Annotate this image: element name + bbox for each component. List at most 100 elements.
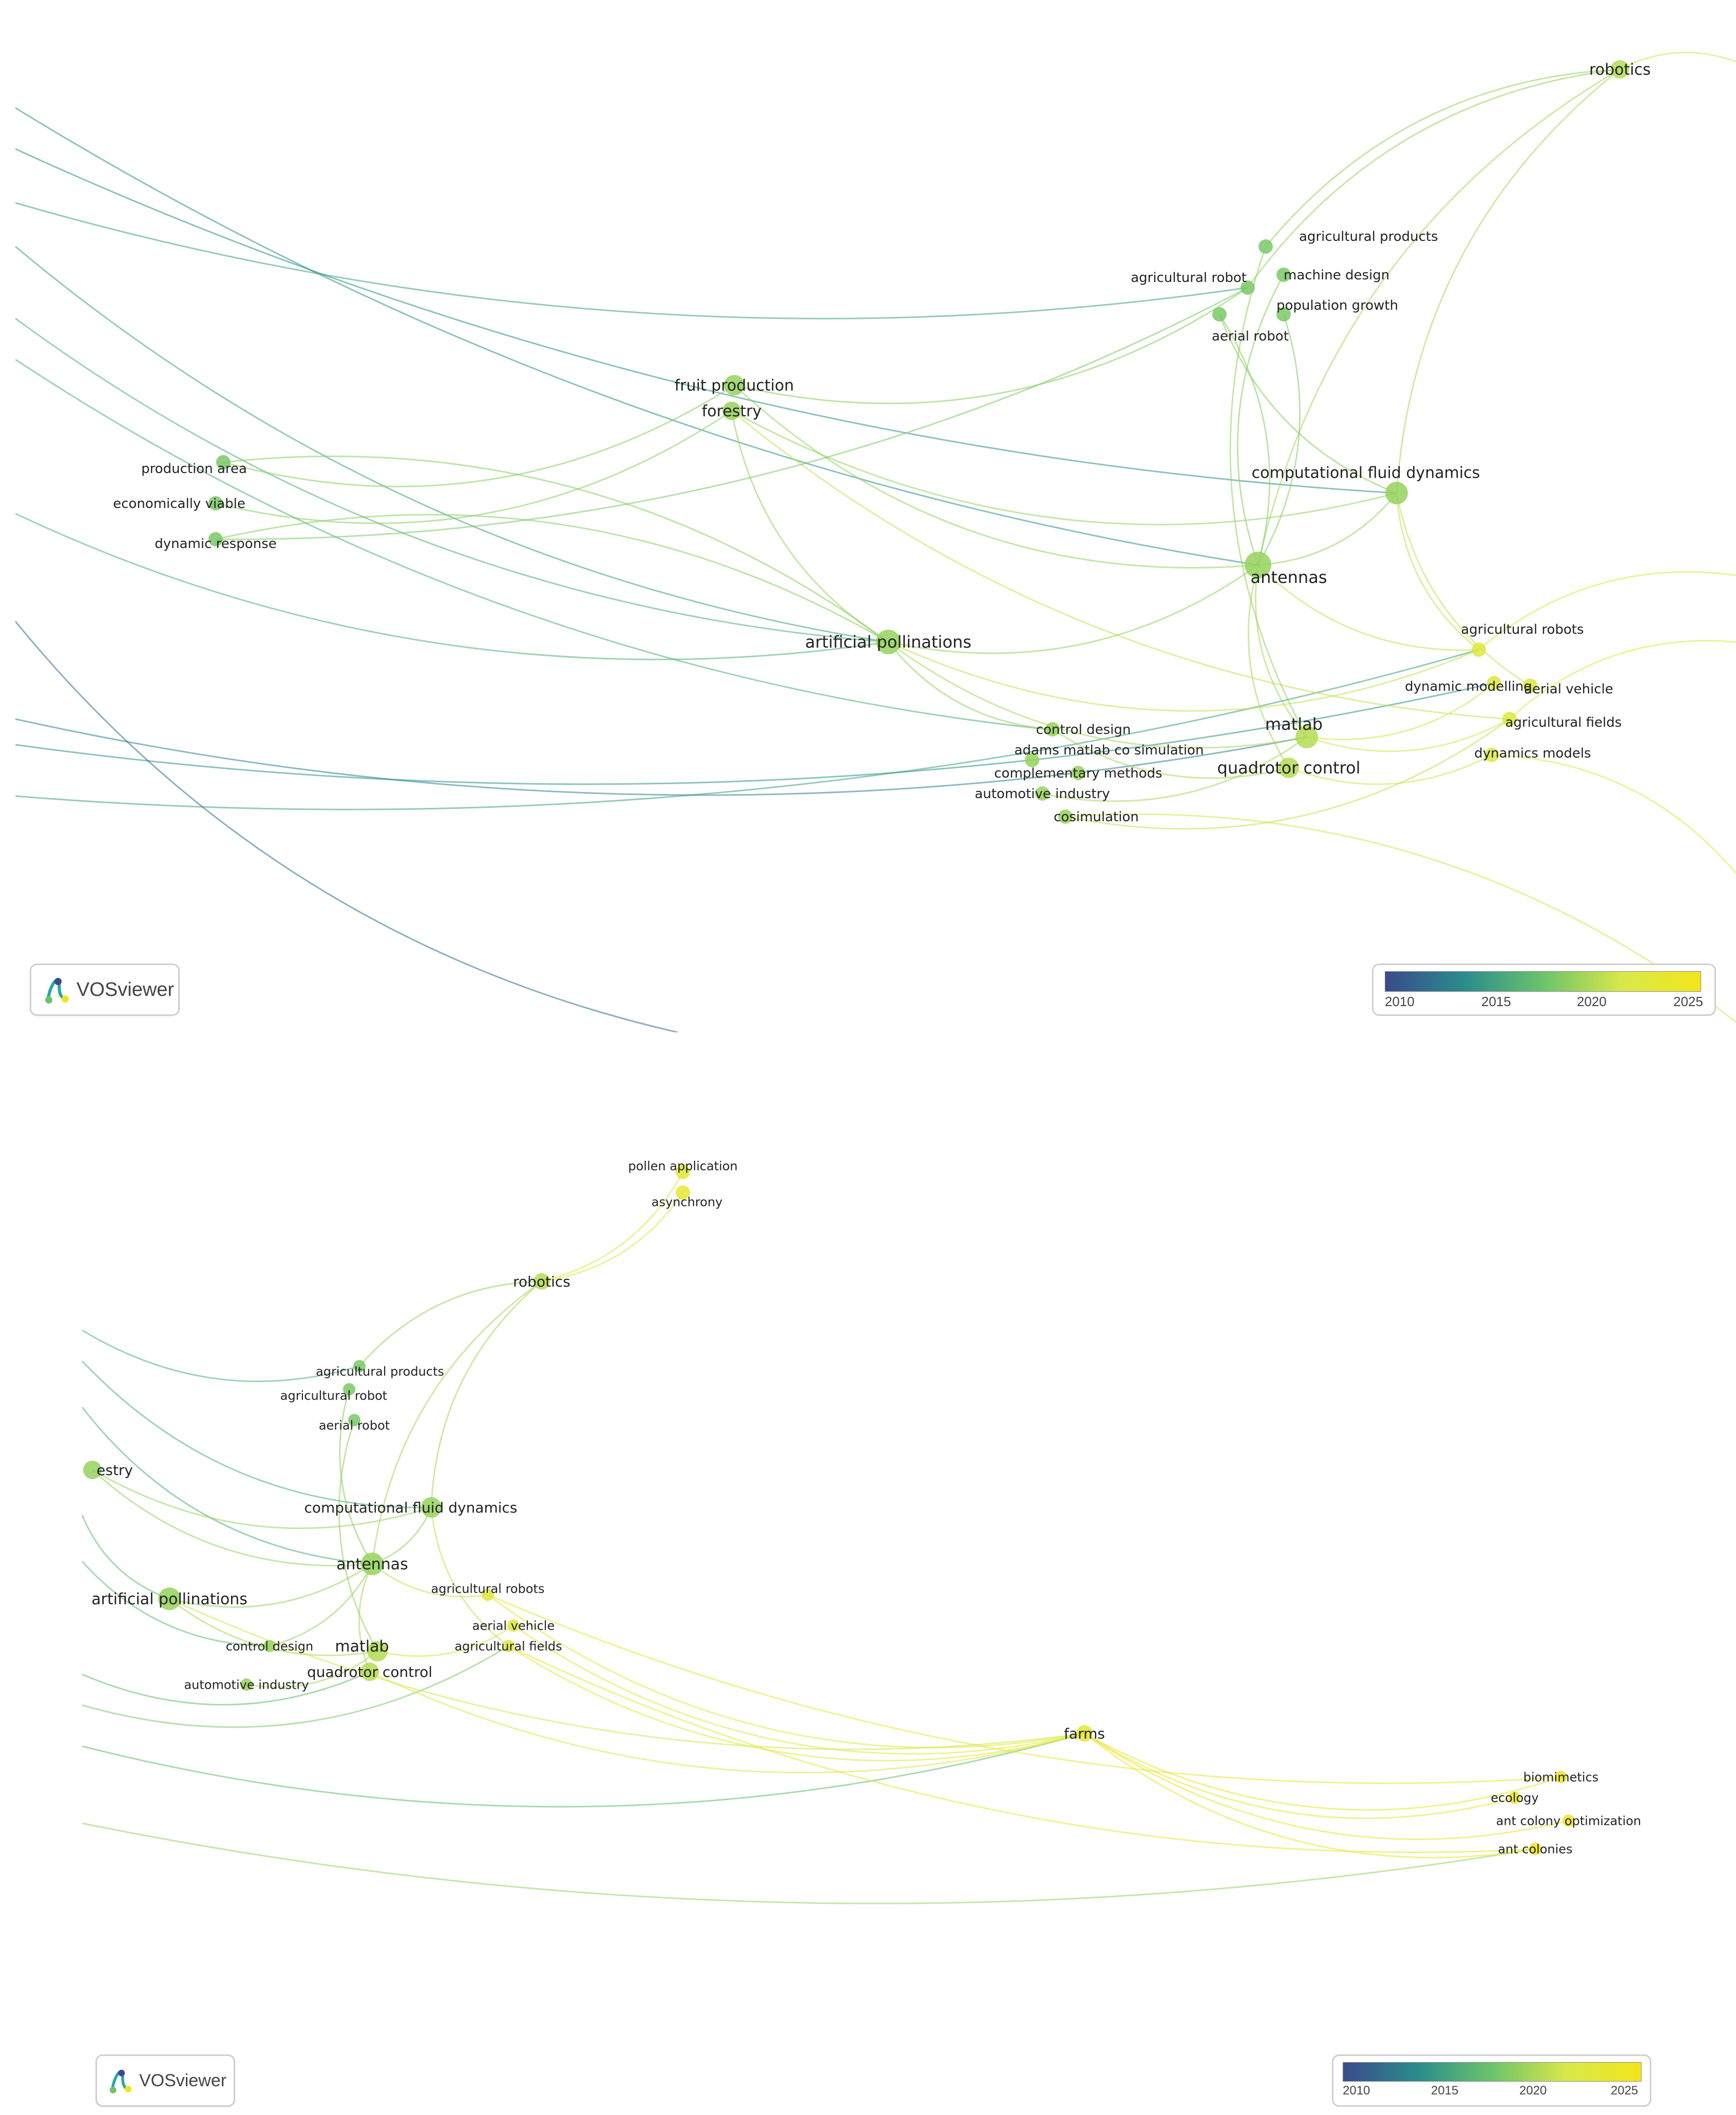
bottom-network-view[interactable]: pollen application asynchrony robotics agri… [0,1099,1736,2115]
node-label-automotive-industry[interactable]: automotive industry [184,1677,309,1692]
node-label-ant-colonies[interactable]: ant colonies [1498,1842,1572,1856]
vosviewer-brand[interactable]: VOSviewer [30,964,180,1016]
node-cosimulation[interactable] [1058,809,1073,824]
node-label-aerial-vehicle[interactable]: aerial vehicle [472,1618,555,1633]
node-aerial-robot[interactable] [1212,307,1227,322]
node-label-agricultural-products[interactable]: agricultural products [1299,229,1438,244]
node-label-complementary-methods[interactable]: complementary methods [994,766,1162,781]
node-label-artificial-pollinations[interactable]: artificial pollinations [805,632,971,652]
node-agricultural-products[interactable] [353,1360,366,1372]
node-robotics[interactable] [1611,60,1629,79]
node-artificial-pollinations[interactable] [158,1588,181,1610]
node-agricultural-robot[interactable] [343,1383,355,1395]
node-label-agricultural-robots[interactable]: agricultural robots [431,1581,545,1596]
node-label-robotics[interactable]: robotics [513,1273,570,1290]
node-label-antennas[interactable]: antennas [336,1556,408,1574]
node-adams-matlab-co-simulation[interactable] [1025,753,1039,767]
node-dynamics-models[interactable] [1484,748,1499,762]
node-label-antennas[interactable]: antennas [1251,568,1327,587]
vosviewer-brand-bottom[interactable]: VOSviewer [96,2054,235,2107]
node-label-adams-matlab-co-simulation[interactable]: adams matlab co simulation [1015,743,1204,758]
node-label-biomimetics[interactable]: biomimetics [1523,1770,1599,1784]
node-label-aerial-vehicle[interactable]: aerial vehicle [1524,682,1613,697]
node-aerial-vehicle[interactable] [1523,678,1537,693]
node-label-production-area[interactable]: production area [141,461,247,477]
node-computational-fluid-dynamics[interactable] [1385,482,1408,504]
node-label-computational-fluid-dynamics[interactable]: computational fluid dynamics [1252,464,1480,482]
node-label-agricultural-fields[interactable]: agricultural fields [1505,715,1622,730]
node-dynamic-response[interactable] [208,532,223,546]
node-aerial-robot[interactable] [348,1414,360,1426]
node-label-ecology[interactable]: ecology [1491,1790,1538,1805]
node-label-pollen-application[interactable]: pollen application [628,1159,737,1173]
node-dynamic-modelling[interactable] [1487,676,1501,690]
node-label-control-design[interactable]: control design [1036,722,1131,738]
node-agricultural-fields[interactable] [1502,712,1517,726]
node-computational-fluid-dynamics[interactable] [421,1497,442,1518]
node-label-asynchrony[interactable]: asynchrony [652,1195,722,1209]
node-label-population-growth[interactable]: population growth [1276,298,1398,313]
node-ant-colonies[interactable] [1529,1843,1541,1855]
node-pollen-application[interactable] [676,1165,690,1179]
node-artificial-pollinations[interactable] [876,630,901,654]
node-label-agricultural-fields[interactable]: agricultural fields [454,1639,562,1653]
node-agricultural-robots[interactable] [1472,643,1486,657]
node-agricultural-robot[interactable] [1241,280,1255,295]
node-population-growth[interactable] [1276,307,1291,322]
node-label-robotics[interactable]: robotics [1589,61,1651,79]
top-network-canvas[interactable]: robotics agricultural products machine des… [0,0,1736,1032]
node-economically-viable[interactable] [208,496,223,511]
bottom-network-canvas[interactable]: pollen application asynchrony robotics agri… [0,1099,1736,2115]
node-label-forestry[interactable]: forestry [702,403,762,421]
node-label-control-design[interactable]: control design [226,1639,313,1653]
node-agricultural-products[interactable] [1258,239,1273,254]
node-aerial-vehicle[interactable] [507,1619,520,1632]
node-complementary-methods[interactable] [1071,766,1085,780]
node-biomimetics[interactable] [1555,1771,1567,1783]
node-label-agricultural-robot[interactable]: agricultural robot [280,1388,387,1403]
node-label-cosimulation[interactable]: cosimulation [1054,809,1139,825]
node-quadrotor-control[interactable] [1279,758,1299,778]
node-label-dynamic-modelling[interactable]: dynamic modelling [1405,679,1532,694]
node-automotive-industry[interactable] [240,1678,253,1691]
node-label-machine-design[interactable]: machine design [1284,268,1389,283]
node-label-agricultural-robot[interactable]: agricultural robot [1131,270,1247,286]
node-fruit-production[interactable] [724,375,745,395]
node-label-automotive-industry[interactable]: automotive industry [975,786,1110,802]
node-label-aerial-robot[interactable]: aerial robot [319,1418,390,1432]
node-label-ant-colony-optimization[interactable]: ant colony optimization [1496,1814,1642,1828]
node-farms[interactable] [1076,1725,1093,1742]
node-control-design[interactable] [263,1640,276,1652]
node-label-matlab[interactable]: matlab [335,1638,389,1656]
node-label-fruit-production[interactable]: fruit production [675,377,794,395]
node-control-design[interactable] [1045,722,1060,737]
node-matlab[interactable] [367,1641,388,1661]
node-label-quadrotor-control[interactable]: quadrotor control [1217,758,1361,778]
node-ant-colony-optimization[interactable] [1562,1815,1575,1827]
node-automotive-industry[interactable] [1035,786,1050,801]
node-label-artificial-pollinations[interactable]: artificial pollinations [91,1591,247,1609]
node-label-agricultural-robots[interactable]: agricultural robots [1461,622,1584,637]
node-label-estry[interactable]: estry [97,1462,133,1479]
node-agricultural-robots[interactable] [482,1589,494,1601]
node-label-economically-viable[interactable]: economically viable [113,496,245,512]
node-label-aerial-robot[interactable]: aerial robot [1212,329,1289,344]
node-robotics[interactable] [533,1273,550,1290]
node-label-computational-fluid-dynamics[interactable]: computational fluid dynamics [304,1499,517,1516]
node-antennas[interactable] [1245,552,1271,578]
node-asynchrony[interactable] [676,1185,690,1200]
node-ecology[interactable] [1509,1791,1521,1804]
node-production-area[interactable] [216,455,231,469]
node-label-dynamic-response[interactable]: dynamic response [155,536,277,552]
node-agricultural-fields[interactable] [502,1640,514,1652]
node-label-matlab[interactable]: matlab [1265,714,1323,734]
node-machine-design[interactable] [1276,268,1291,282]
node-antennas[interactable] [361,1553,384,1575]
top-network-view[interactable]: robotics agricultural products machine des… [0,0,1736,1032]
node-label-dynamics-models[interactable]: dynamics models [1474,746,1591,761]
node-label-agricultural-products[interactable]: agricultural products [316,1364,444,1378]
node-quadrotor-control[interactable] [360,1663,379,1681]
node-estry[interactable] [83,1461,102,1479]
node-matlab[interactable] [1295,726,1318,748]
node-label-farms[interactable]: farms [1064,1725,1105,1742]
